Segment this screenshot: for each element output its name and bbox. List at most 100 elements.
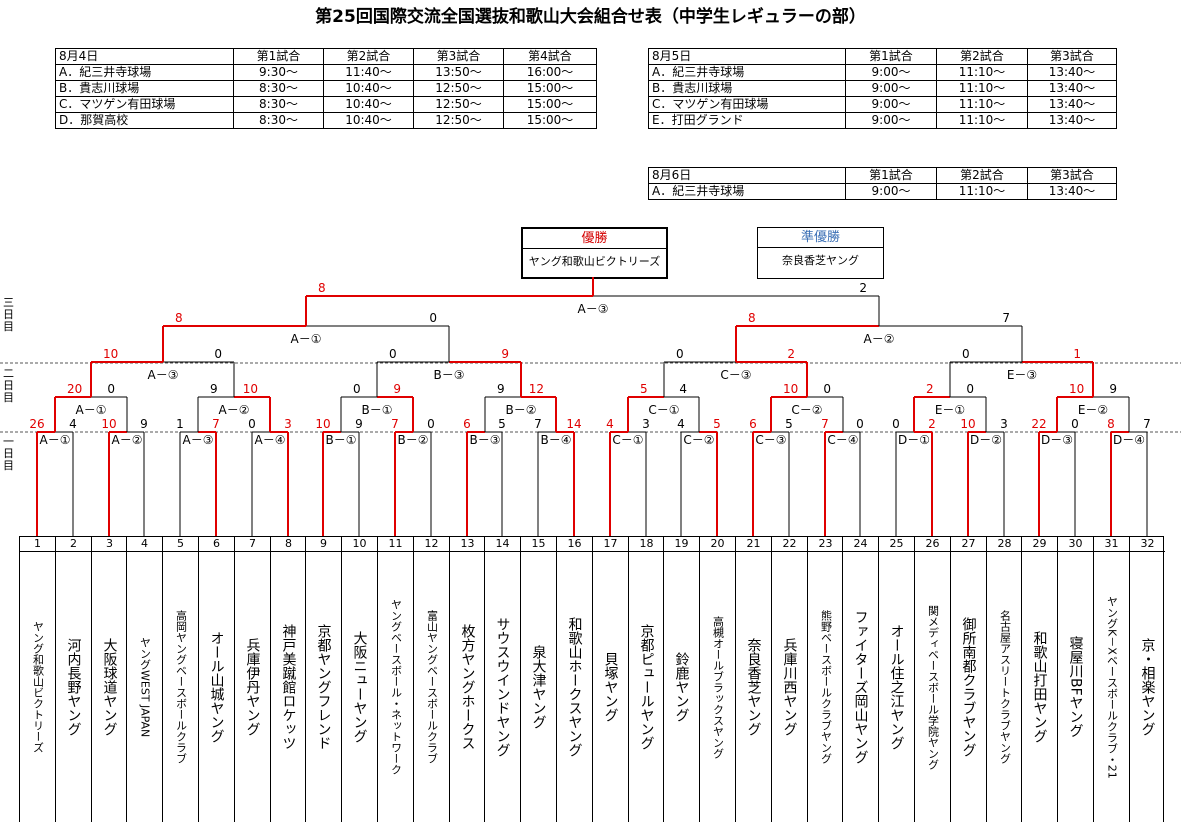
time-cell: 13:40～ <box>1027 64 1117 81</box>
time-cell: 8:30～ <box>233 112 324 129</box>
champion-label: 優勝 <box>523 229 666 249</box>
team-name: 寝屋川BFヤング <box>1067 636 1084 738</box>
match-score: 0 <box>892 417 900 431</box>
match-score: 10 <box>103 347 118 361</box>
team-number: 28 <box>987 536 1022 552</box>
team-number: 30 <box>1058 536 1093 552</box>
team-name: 御所南都クラブヤング <box>960 617 977 757</box>
match-label: E－③ <box>1007 368 1037 382</box>
match-score: 26 <box>29 417 44 431</box>
match-score: 0 <box>962 347 970 361</box>
time-cell: 11:10～ <box>936 183 1028 200</box>
team-name: 関メディベースボール学院ヤング <box>926 604 940 770</box>
match-score: 2 <box>928 417 936 431</box>
time-cell: 15:00～ <box>503 96 597 113</box>
team-number: 27 <box>951 536 986 552</box>
team-number: 12 <box>414 536 449 552</box>
team-number: 19 <box>664 536 699 552</box>
match-score: 0 <box>676 347 684 361</box>
match-score: 0 <box>823 382 831 396</box>
team-list-right-border <box>1163 536 1164 822</box>
time-cell: 15:00～ <box>503 112 597 129</box>
match-score: 7 <box>534 417 542 431</box>
team-name: 和歌山ホークスヤング <box>566 617 583 757</box>
venue-cell: E．打田グランド <box>648 112 846 129</box>
match-label: A－② <box>219 403 250 417</box>
match-score: 0 <box>389 347 397 361</box>
team-name: オール山城ヤング <box>208 631 225 743</box>
schedule-header-row: 8月6日第1試合第2試合第3試合 <box>648 167 1117 184</box>
time-cell: 11:40～ <box>323 64 414 81</box>
match-label: D－② <box>970 433 1002 447</box>
team-column: 27 御所南都クラブヤング <box>950 536 986 822</box>
match-label: B－① <box>326 433 357 447</box>
schedule-header-cell: 8月6日 <box>648 167 846 184</box>
team-column: 30 寝屋川BFヤング <box>1057 536 1093 822</box>
match-score: 7 <box>212 417 220 431</box>
team-name: サウスウインドヤング <box>494 617 511 757</box>
match-score: 1 <box>1073 347 1081 361</box>
team-name: ヤングベースボール・ネットワーク <box>389 599 403 775</box>
team-number: 15 <box>521 536 556 552</box>
team-number: 9 <box>306 536 341 552</box>
match-score: 10 <box>243 382 258 396</box>
match-label: B－③ <box>434 368 465 382</box>
match-score: 0 <box>353 382 361 396</box>
match-label: B－④ <box>541 433 572 447</box>
page-title: 第25回国際交流全国選抜和歌山大会組合せ表（中学生レギュラーの部） <box>315 7 866 27</box>
match-score: 7 <box>391 417 399 431</box>
match-score: 9 <box>140 417 148 431</box>
team-column: 14 サウスウインドヤング <box>484 536 520 822</box>
team-name: ヤングWEST JAPAN <box>138 636 152 738</box>
team-name: 大阪球道ヤング <box>101 638 118 736</box>
match-label: C－④ <box>827 433 858 447</box>
match-label: D－① <box>898 433 930 447</box>
match-score: 6 <box>749 417 757 431</box>
team-number: 14 <box>485 536 520 552</box>
match-label: E－① <box>935 403 965 417</box>
venue-cell: A．紀三井寺球場 <box>55 64 234 81</box>
team-column: 6 オール山城ヤング <box>198 536 234 822</box>
match-score: 8 <box>1107 417 1115 431</box>
match-label: B－② <box>398 433 429 447</box>
runner-up-name: 奈良香芝ヤング <box>782 254 859 267</box>
match-score: 9 <box>497 382 505 396</box>
team-number: 11 <box>378 536 413 552</box>
team-number: 26 <box>915 536 950 552</box>
match-label: E－② <box>1078 403 1108 417</box>
match-label: C－① <box>612 433 643 447</box>
team-number: 6 <box>199 536 234 552</box>
time-cell: 9:00～ <box>845 80 937 97</box>
match-score: 1 <box>176 417 184 431</box>
match-score: 0 <box>966 382 974 396</box>
match-score: 10 <box>783 382 798 396</box>
match-score: 8 <box>748 311 756 325</box>
round-label-day1: 一日目 <box>3 435 14 472</box>
match-score: 3 <box>284 417 292 431</box>
time-cell: 11:10～ <box>936 112 1028 129</box>
team-number: 31 <box>1094 536 1129 552</box>
match-label: C－② <box>683 433 714 447</box>
match-label: A－③ <box>148 368 179 382</box>
match-score: 0 <box>214 347 222 361</box>
team-number: 25 <box>879 536 914 552</box>
